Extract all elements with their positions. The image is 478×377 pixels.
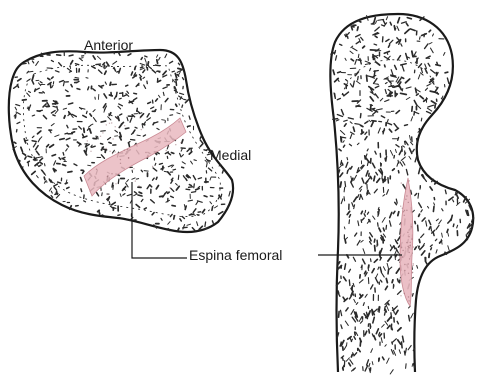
femoral-spine-label: Espina femoral <box>189 248 282 262</box>
femur-longitudinal-section <box>330 14 473 374</box>
anterior-label: Anterior <box>84 38 133 52</box>
longitudinal-outline <box>330 14 473 372</box>
medial-label: Medial <box>210 148 251 162</box>
femur-cross-section <box>9 50 233 232</box>
cross-section-outline <box>9 50 233 232</box>
